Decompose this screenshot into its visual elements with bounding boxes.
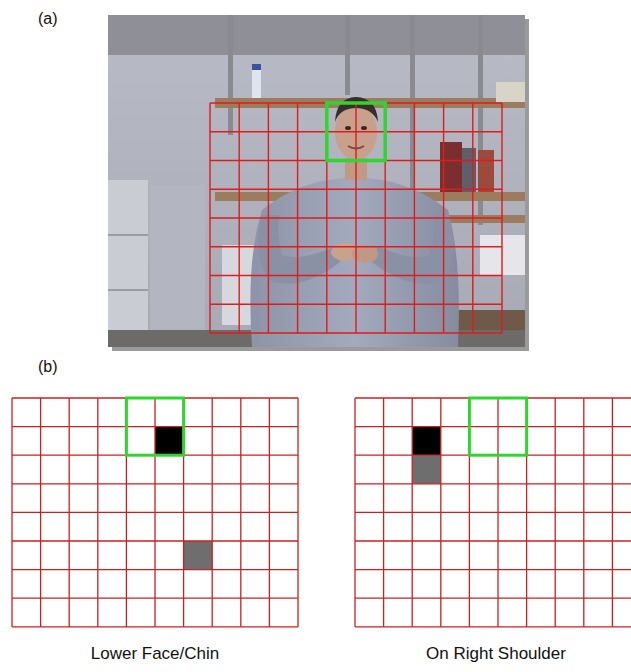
face-box — [469, 398, 526, 455]
webcam-photo — [108, 15, 525, 347]
grid-caption: Lower Face/Chin — [91, 644, 220, 664]
position-grid — [355, 398, 631, 627]
position-grid — [12, 398, 298, 627]
panel-label: (a) — [38, 9, 58, 28]
face-box — [126, 398, 183, 455]
panel-label: (b) — [38, 357, 58, 376]
grid-caption: On Right Shoulder — [426, 644, 566, 664]
face-box — [327, 103, 385, 161]
hand-cell-secondary — [184, 541, 213, 570]
hand-cell-secondary — [412, 455, 441, 484]
hand-cell — [412, 427, 441, 456]
photo-grid — [210, 103, 502, 333]
hand-cell — [155, 427, 184, 456]
